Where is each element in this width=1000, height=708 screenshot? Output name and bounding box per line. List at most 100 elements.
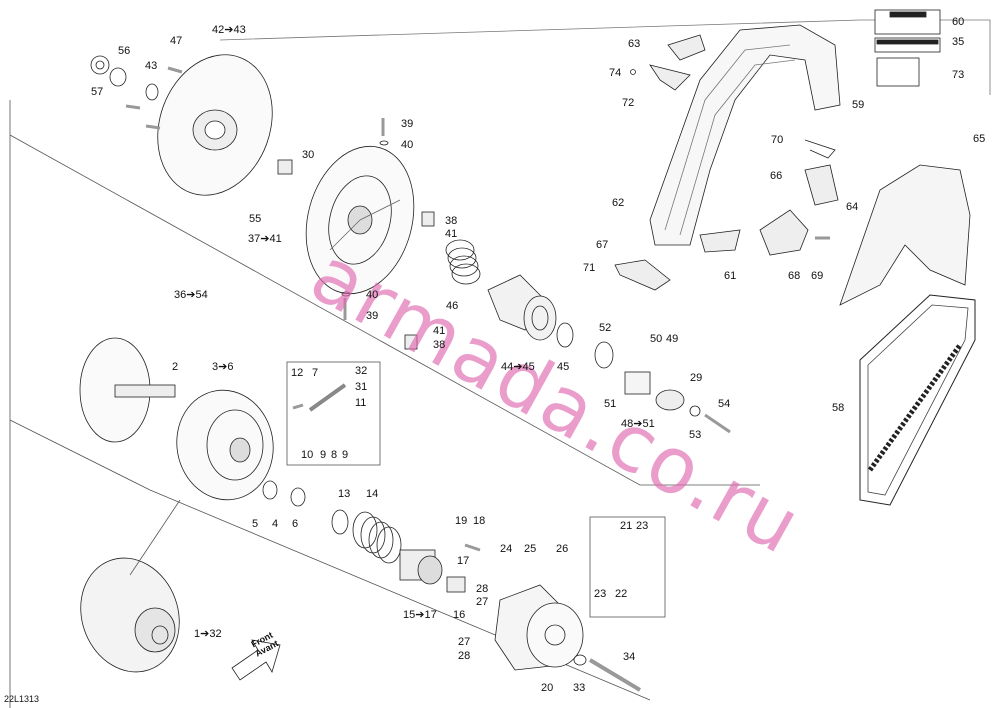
oring-40a	[379, 140, 389, 146]
callout-15-17: 15➔17	[403, 609, 437, 621]
lever-7	[308, 383, 347, 412]
callout-62: 62	[612, 197, 625, 209]
drawing-code: 22L1313	[4, 694, 40, 704]
spring-14	[352, 511, 402, 564]
pin-12	[292, 403, 304, 410]
callout-19: 19	[455, 515, 468, 527]
frame-line	[219, 19, 991, 95]
bracket-63	[667, 34, 706, 61]
callout-20: 20	[541, 682, 554, 694]
callout-38b: 38	[433, 339, 446, 351]
drive-belt-58	[859, 294, 976, 506]
callout-66: 66	[770, 170, 783, 182]
callout-44-45: 44➔45	[501, 361, 535, 373]
callout-25: 25	[524, 543, 537, 555]
bracket-72	[649, 64, 691, 91]
spring-46	[445, 239, 481, 285]
bushing-4	[262, 480, 278, 500]
callout-55: 55	[249, 213, 262, 225]
callout-61: 61	[724, 270, 737, 282]
cam-assembly	[487, 274, 557, 341]
callout-70: 70	[771, 134, 784, 146]
bushing-38b	[404, 334, 418, 350]
frame-line	[9, 100, 760, 708]
washer-53	[689, 405, 701, 417]
callout-41b: 41	[433, 325, 446, 337]
callout-64: 64	[846, 201, 859, 213]
callout-29: 29	[690, 372, 703, 384]
callout-16: 16	[453, 609, 466, 621]
callout-18: 18	[473, 515, 486, 527]
callout-42-43: 42➔43	[212, 24, 246, 36]
guard-64	[839, 164, 971, 306]
callout-73: 73	[952, 69, 965, 81]
cover-20	[494, 584, 584, 671]
callout-59: 59	[852, 99, 865, 111]
spider-assembly	[399, 549, 443, 585]
callout-26: 26	[556, 543, 569, 555]
washer-33	[573, 654, 587, 666]
cap-48	[624, 371, 651, 395]
callout-74: 74	[609, 67, 622, 79]
washer-52	[594, 341, 614, 369]
driven-sheave-inner	[305, 145, 415, 295]
callout-31: 31	[355, 381, 368, 393]
callout-7: 7	[312, 367, 319, 379]
callout-71: 71	[583, 262, 596, 274]
bracket-61	[699, 229, 741, 253]
washer-13	[331, 509, 349, 535]
callout-46: 46	[446, 300, 459, 312]
callout-47: 47	[170, 35, 183, 47]
assembled-drive-clutch	[80, 557, 180, 673]
callout-28b: 28	[458, 650, 471, 662]
callout-22: 22	[615, 588, 628, 600]
callout-17: 17	[457, 555, 470, 567]
callout-68: 68	[788, 270, 801, 282]
callout-32: 32	[355, 365, 368, 377]
callout-12: 12	[291, 367, 304, 379]
callout-54: 54	[718, 398, 731, 410]
callout-60: 60	[952, 16, 965, 28]
bolt-34	[588, 658, 642, 692]
bushing-29	[655, 389, 685, 411]
callout-67: 67	[596, 239, 609, 251]
callout-4: 4	[272, 518, 279, 530]
bushing-6	[290, 487, 306, 507]
callout-30: 30	[302, 149, 315, 161]
callout-45: 45	[557, 361, 570, 373]
circlip-43	[145, 83, 159, 101]
bolt-47	[125, 66, 183, 130]
callout-53: 53	[689, 429, 702, 441]
oring-40b	[341, 291, 351, 297]
callout-51: 51	[604, 398, 617, 410]
callout-28a: 28	[476, 583, 489, 595]
callout-33: 33	[573, 682, 586, 694]
callout-52: 52	[599, 322, 612, 334]
callout-13: 13	[338, 488, 351, 500]
callout-63: 63	[628, 38, 641, 50]
callout-50: 50	[650, 333, 663, 345]
drive-pulley-fixed	[79, 337, 176, 443]
callout-5: 5	[252, 518, 259, 530]
callout-21: 21	[620, 520, 633, 532]
callout-23a: 23	[636, 520, 649, 532]
callout-38a: 38	[445, 215, 458, 227]
callout-34: 34	[623, 651, 636, 663]
hook-70	[804, 139, 836, 159]
callout-48-51: 48➔51	[621, 418, 655, 430]
callout-58: 58	[832, 402, 845, 414]
callout-65: 65	[973, 133, 986, 145]
label-60-band	[889, 11, 927, 18]
callout-56: 56	[118, 45, 131, 57]
front-arrow	[231, 639, 281, 681]
callout-49: 49	[666, 333, 679, 345]
warning-label-73	[876, 57, 920, 87]
callout-23b: 23	[594, 588, 607, 600]
driven-sheave-outer	[157, 54, 273, 196]
callout-6: 6	[292, 518, 299, 530]
callout-8: 8	[331, 449, 338, 461]
belt-guard-59	[649, 24, 841, 246]
drive-pulley-sliding	[176, 389, 274, 501]
callout-72: 72	[622, 97, 635, 109]
